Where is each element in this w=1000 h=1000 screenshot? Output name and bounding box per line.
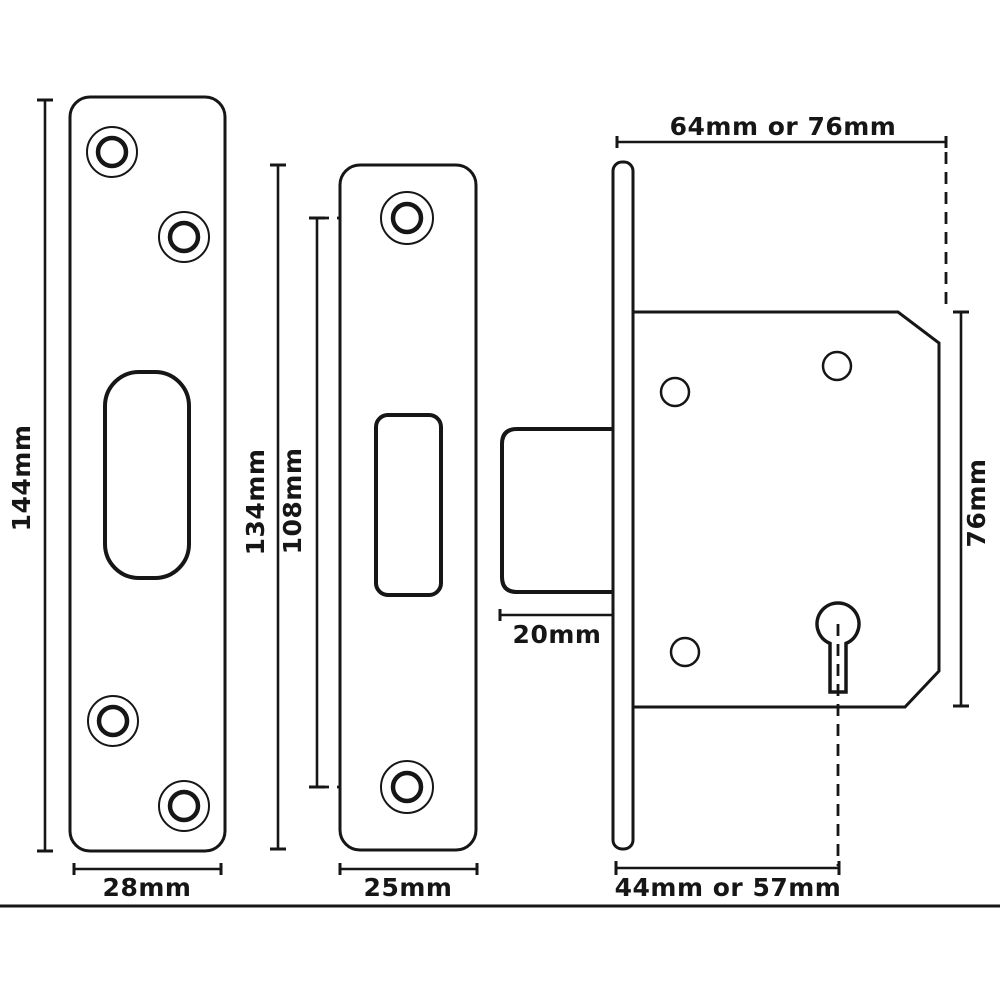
faceplate-height-label: 134mm [241, 449, 270, 556]
case-depth-label: 64mm or 76mm [670, 112, 897, 141]
faceplate-view: 134mm 108mm [241, 163, 479, 902]
lock-case-outline [631, 310, 941, 709]
dim-case-height: 76mm [953, 310, 991, 708]
dim-faceplate-height: 134mm [241, 163, 286, 851]
dim-backset: 44mm or 57mm [614, 861, 842, 902]
dim-bolt-throw: 20mm [498, 609, 615, 649]
hole-spacing-label: 108mm [278, 448, 307, 555]
strike-plate-view: 144mm 28mm [7, 95, 227, 902]
case-height-label: 76mm [962, 459, 991, 548]
dim-faceplate-width: 25mm [338, 863, 479, 902]
dim-strike-width: 28mm [72, 863, 223, 902]
strike-plate-slot [103, 370, 191, 580]
backset-label: 44mm or 57mm [615, 873, 842, 902]
dim-strike-height: 144mm [7, 98, 53, 853]
dim-case-depth: 64mm or 76mm [615, 112, 948, 306]
strike-width-label: 28mm [103, 873, 192, 902]
faceplate-width-label: 25mm [364, 873, 453, 902]
bolt-throw-label: 20mm [513, 620, 602, 649]
strike-height-label: 144mm [7, 425, 36, 532]
faceplate-screw-holes [380, 191, 434, 814]
faceplate-slot [374, 413, 443, 597]
lock-body-view: 64mm or 76mm [498, 112, 991, 902]
strike-plate-screw-holes [86, 126, 210, 832]
forend-plate [611, 160, 635, 851]
deadbolt [500, 427, 613, 594]
lock-case-holes [659, 350, 853, 668]
